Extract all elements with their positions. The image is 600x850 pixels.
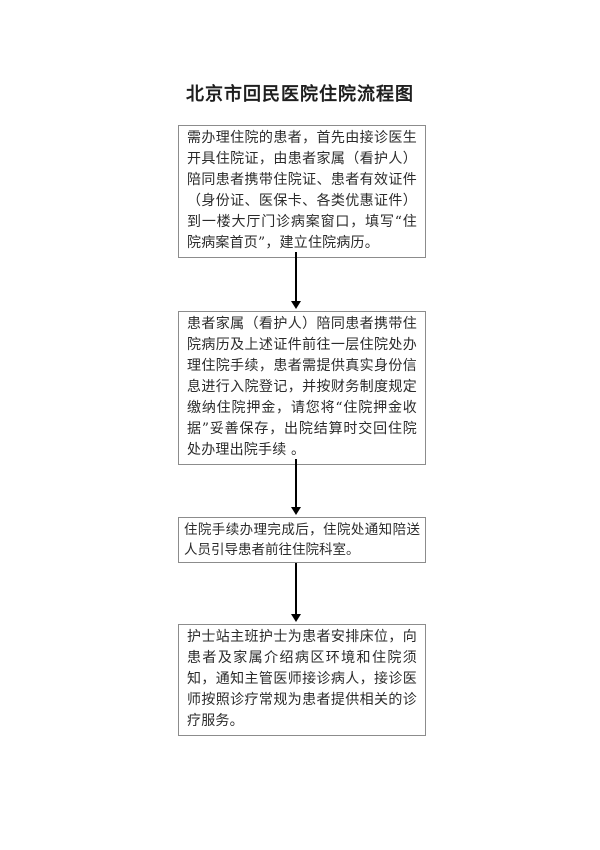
flow-step-3: 住院手续办理完成后，住院处通知陪送人员引导患者前往住院科室。 (178, 517, 426, 563)
flow-step-2: 患者家属（看护人）陪同患者携带住院病历及上述证件前往一层住院处办理住院手续，患者… (178, 311, 426, 465)
flow-arrow-3 (291, 563, 301, 622)
flow-step-4: 护士站主班护士为患者安排床位，向患者及家属介绍病区环境和住院须知，通知主管医师接… (178, 624, 426, 736)
arrow-down-icon (291, 301, 301, 309)
flow-step-1-text: 需办理住院的患者，首先由接诊医生开具住院证，由患者家属（看护人）陪同患者携带住院… (187, 130, 417, 251)
flow-step-4-text: 护士站主班护士为患者安排床位，向患者及家属介绍病区环境和住院须知，通知主管医师接… (187, 629, 417, 729)
arrow-down-icon (291, 614, 301, 622)
page-title: 北京市回民医院住院流程图 (186, 84, 414, 105)
flow-arrow-1 (291, 252, 301, 309)
flow-arrow-2 (291, 459, 301, 515)
flow-step-2-text: 患者家属（看护人）陪同患者携带住院病历及上述证件前往一层住院处办理住院手续，患者… (187, 316, 417, 458)
flow-step-1: 需办理住院的患者，首先由接诊医生开具住院证，由患者家属（看护人）陪同患者携带住院… (178, 125, 426, 258)
arrow-down-icon (291, 507, 301, 515)
flow-step-3-text: 住院手续办理完成后，住院处通知陪送人员引导患者前往住院科室。 (184, 522, 420, 558)
